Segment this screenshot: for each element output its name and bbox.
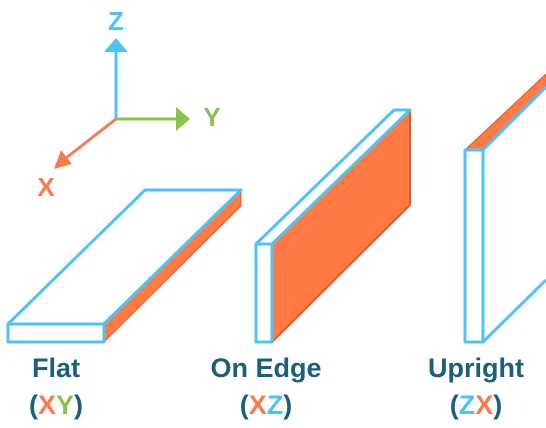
on-edge-plane-second: Z bbox=[266, 390, 284, 420]
flat-plane: (XY) bbox=[0, 392, 136, 419]
flat-plane-second: Y bbox=[56, 390, 75, 420]
flat-plane-open: ( bbox=[28, 390, 38, 420]
upright-board-top-outline bbox=[481, 85, 546, 152]
flat-board bbox=[6, 188, 243, 344]
upright-board-top-edge bbox=[464, 73, 546, 151]
z-axis-label: Z bbox=[108, 6, 124, 36]
flat-board-front-edge bbox=[6, 322, 106, 344]
on-edge-name: On Edge bbox=[210, 353, 322, 383]
on-edge-caption: On Edge (XZ) bbox=[186, 355, 346, 419]
on-edge-plane-close: ) bbox=[283, 390, 293, 420]
on-edge-board bbox=[254, 108, 412, 344]
upright-plane-second: X bbox=[475, 390, 494, 420]
upright-name: Upright bbox=[428, 353, 524, 383]
upright-plane-first: Z bbox=[458, 390, 476, 420]
on-edge-plane: (XZ) bbox=[186, 392, 346, 419]
flat-plane-close: ) bbox=[74, 390, 84, 420]
axis-triad: Z Y X bbox=[37, 6, 220, 202]
upright-plane: (ZX) bbox=[396, 392, 546, 419]
on-edge-board-front-edge bbox=[254, 242, 274, 344]
upright-board-bottom-outline bbox=[481, 278, 546, 344]
flat-caption: Flat (XY) bbox=[0, 355, 136, 419]
on-edge-board-side-face bbox=[271, 109, 411, 343]
y-axis-arrowhead bbox=[176, 107, 190, 131]
x-axis-label: X bbox=[37, 172, 55, 202]
upright-plane-open: ( bbox=[449, 390, 459, 420]
flat-name: Flat bbox=[31, 353, 80, 383]
upright-plane-close: ) bbox=[493, 390, 503, 420]
on-edge-plane-open: ( bbox=[239, 390, 249, 420]
x-axis-line bbox=[65, 117, 117, 160]
y-axis-label: Y bbox=[203, 102, 220, 132]
z-axis-arrowhead bbox=[104, 38, 128, 52]
flat-board-side-edge-line bbox=[102, 188, 243, 326]
upright-board-front-face bbox=[463, 148, 485, 344]
flat-plane-first: X bbox=[37, 390, 56, 420]
on-edge-plane-first: X bbox=[248, 390, 267, 420]
upright-caption: Upright (ZX) bbox=[396, 355, 546, 419]
x-axis-arrowhead bbox=[54, 150, 72, 169]
upright-board bbox=[463, 73, 546, 344]
